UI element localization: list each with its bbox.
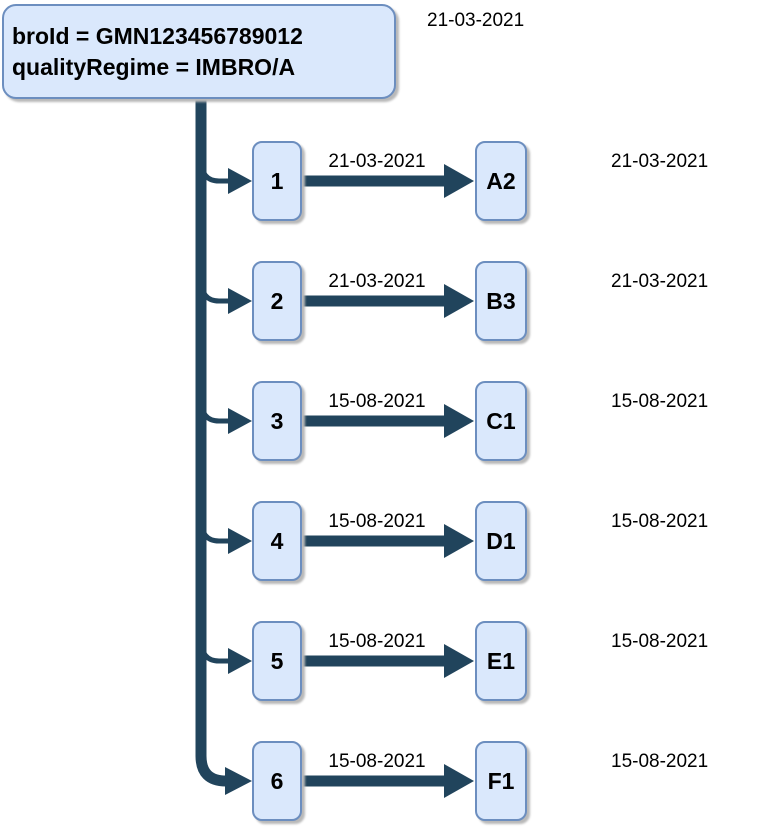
root-node: broId = GMN123456789012 qualityRegime = … bbox=[2, 4, 396, 99]
number-node-5: 5 bbox=[252, 621, 302, 701]
branch-arrowhead-1 bbox=[228, 168, 252, 194]
letter-node-A2: A2 bbox=[475, 141, 527, 221]
letter-node-F1: F1 bbox=[475, 741, 527, 821]
edge-date-5: 15-08-2021 bbox=[328, 631, 426, 652]
number-node-5-label: 5 bbox=[270, 647, 284, 674]
letter-node-E1: E1 bbox=[475, 621, 527, 701]
number-node-1: 1 bbox=[252, 141, 302, 221]
branch-arrowhead-5 bbox=[228, 648, 252, 674]
right-date-5: 15-08-2021 bbox=[611, 631, 709, 652]
branch-connector-3 bbox=[198, 383, 230, 424]
right-date-4: 15-08-2021 bbox=[611, 511, 709, 532]
root-date: 21-03-2021 bbox=[427, 10, 525, 31]
edge-arrowhead-4 bbox=[444, 524, 474, 558]
edge-arrowhead-6 bbox=[444, 764, 474, 798]
number-node-3-label: 3 bbox=[270, 407, 284, 434]
edge-date-4: 15-08-2021 bbox=[328, 511, 426, 532]
edge-arrowhead-1 bbox=[444, 164, 474, 198]
letter-node-A2-label: A2 bbox=[486, 167, 516, 194]
edge-date-2: 21-03-2021 bbox=[328, 271, 426, 292]
root-node-quality-regime: qualityRegime = IMBRO/A bbox=[12, 53, 296, 80]
branch-arrowhead-2 bbox=[228, 288, 252, 314]
branch-connector-2 bbox=[198, 263, 230, 304]
letter-node-E1-label: E1 bbox=[486, 647, 516, 674]
edge-date-6: 15-08-2021 bbox=[328, 751, 426, 772]
right-date-2: 21-03-2021 bbox=[611, 271, 709, 292]
edge-date-3: 15-08-2021 bbox=[328, 391, 426, 412]
right-date-3: 15-08-2021 bbox=[611, 391, 709, 412]
right-date-1: 21-03-2021 bbox=[611, 151, 709, 172]
letter-node-B3-label: B3 bbox=[486, 287, 516, 314]
letter-node-B3: B3 bbox=[475, 261, 527, 341]
number-node-6-label: 6 bbox=[270, 767, 284, 794]
edge-date-1: 21-03-2021 bbox=[328, 151, 426, 172]
letter-node-C1: C1 bbox=[475, 381, 527, 461]
edge-arrowhead-5 bbox=[444, 644, 474, 678]
edge-arrowhead-3 bbox=[444, 404, 474, 438]
number-node-4: 4 bbox=[252, 501, 302, 581]
branch-arrowhead-3 bbox=[228, 408, 252, 434]
number-node-6: 6 bbox=[252, 741, 302, 821]
branch-connector-5 bbox=[198, 623, 230, 664]
root-node-broid: broId = GMN123456789012 bbox=[12, 22, 303, 49]
right-date-6: 15-08-2021 bbox=[611, 751, 709, 772]
letter-node-C1-label: C1 bbox=[486, 407, 516, 434]
number-node-2: 2 bbox=[252, 261, 302, 341]
letter-node-D1: D1 bbox=[475, 501, 527, 581]
letter-node-D1-label: D1 bbox=[486, 527, 516, 554]
edge-arrowhead-2 bbox=[444, 284, 474, 318]
letter-node-F1-label: F1 bbox=[487, 767, 515, 794]
number-node-2-label: 2 bbox=[270, 287, 284, 314]
trunk-connector bbox=[195, 96, 227, 787]
number-node-1-label: 1 bbox=[270, 167, 284, 194]
branch-connector-4 bbox=[198, 503, 230, 544]
number-node-4-label: 4 bbox=[270, 527, 284, 554]
branch-arrowhead-4 bbox=[228, 528, 252, 554]
number-node-3: 3 bbox=[252, 381, 302, 461]
branch-arrowhead-6 bbox=[225, 767, 252, 795]
branch-connector-1 bbox=[198, 143, 230, 184]
